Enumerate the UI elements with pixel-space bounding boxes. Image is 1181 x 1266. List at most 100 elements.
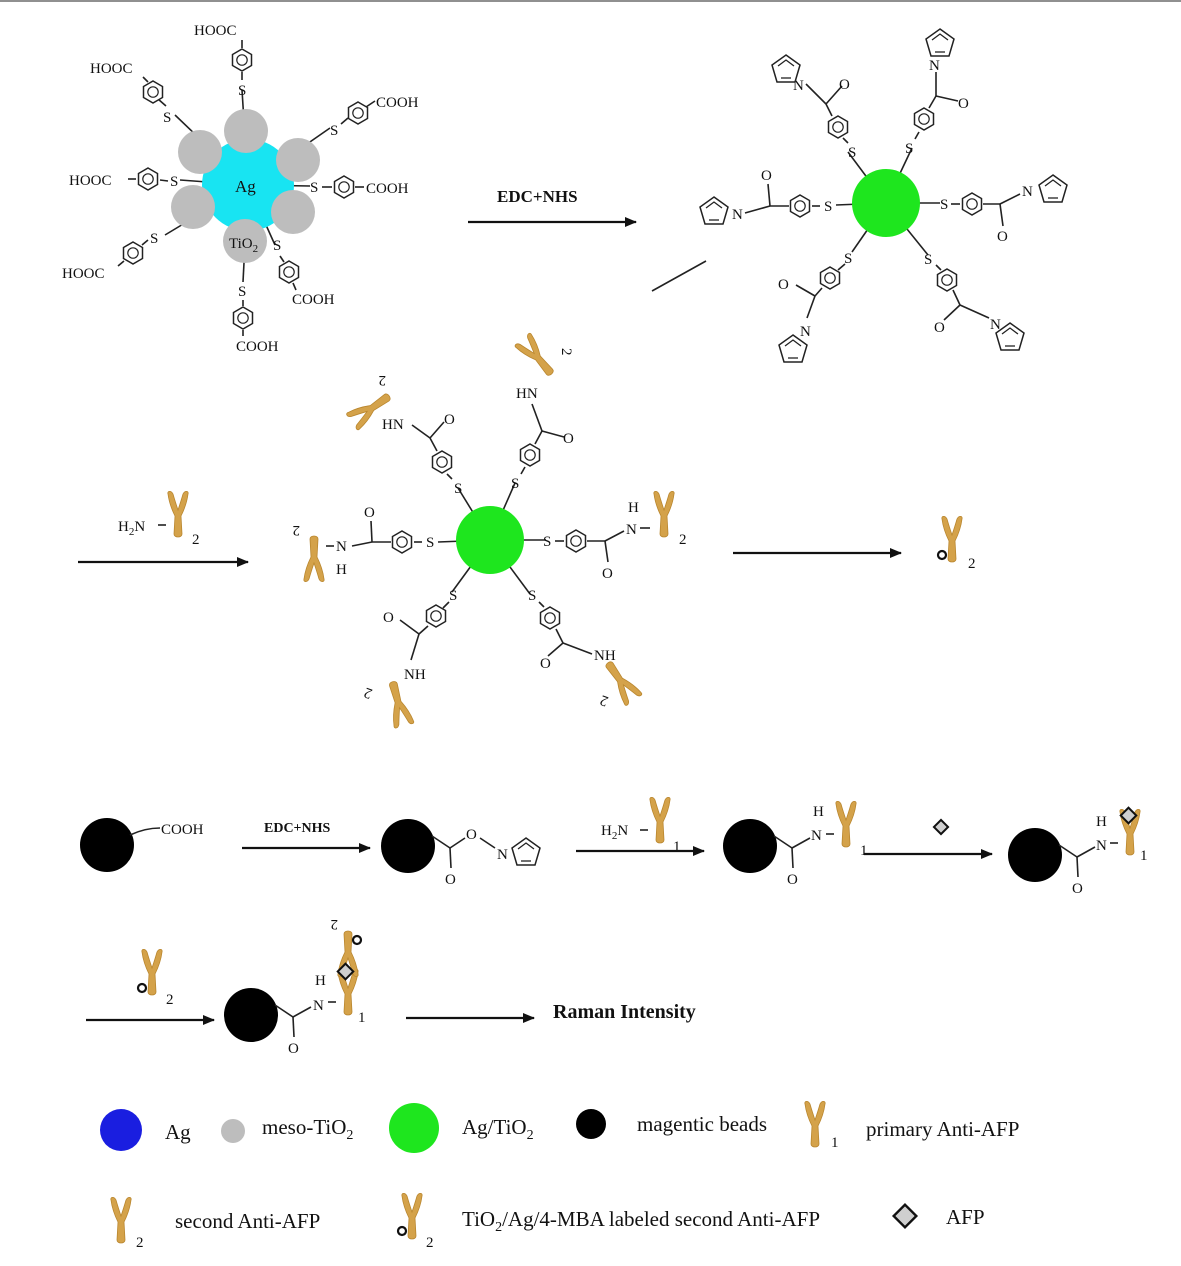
o-atom: O	[1072, 881, 1083, 897]
primary-antibody-icon	[649, 796, 671, 844]
s-atom: S	[905, 141, 913, 157]
step3-antibody-reagent: H2N 2	[78, 490, 249, 567]
ag-tio2-particle	[852, 169, 920, 237]
tio2-ag-tag	[351, 934, 363, 946]
afp-icon	[891, 1202, 919, 1230]
primary-antibody-icon	[804, 1100, 826, 1148]
cooh-label: COOH	[292, 292, 335, 308]
antibody-index: 1	[831, 1135, 839, 1151]
nh-label: NH	[594, 648, 616, 664]
s-atom: S	[238, 284, 246, 300]
antibody-index: 1	[358, 1010, 366, 1026]
h-atom: H	[813, 804, 824, 820]
magnetic-bead	[1008, 828, 1062, 882]
s-atom: S	[848, 145, 856, 161]
divider-stroke	[651, 260, 707, 292]
ag-label: Ag	[235, 177, 256, 196]
reagent-label: EDC+NHS	[497, 187, 578, 206]
step4-arrow-ab1: H2N 1	[576, 796, 705, 856]
legend-item-second: 2 second Anti-AFP	[110, 1196, 320, 1251]
step4-readout: Raman Intensity	[406, 1001, 696, 1023]
step3-product-arrow: 2	[733, 515, 976, 572]
n-atom: N	[313, 998, 324, 1014]
step4-bead-ab1: O N H 1	[723, 800, 868, 888]
legend-label: magentic beads	[637, 1112, 767, 1136]
s-atom: S	[511, 476, 519, 492]
s-atom: S	[310, 180, 318, 196]
legend-label: second Anti-AFP	[175, 1209, 320, 1233]
s-atom: S	[543, 534, 551, 550]
tio2-particle	[224, 109, 268, 153]
magnetic-bead	[80, 818, 134, 872]
o-atom: O	[761, 168, 772, 184]
hooc-label: HOOC	[62, 266, 105, 282]
s-atom: S	[924, 252, 932, 268]
n-atom: N	[793, 78, 804, 94]
s-atom: S	[238, 83, 246, 99]
s-atom: S	[449, 588, 457, 604]
step4-arrow-labeled-ab2: 2	[86, 948, 215, 1025]
step4-sandwich-complex: O N H 2 1	[224, 916, 366, 1057]
step4-bead-nhs: O O N	[381, 819, 541, 888]
cooh-label: COOH	[236, 339, 279, 355]
tio2-label: TiO2	[229, 236, 258, 255]
legend-label: Ag	[165, 1120, 191, 1144]
magnetic-bead	[381, 819, 435, 873]
n-atom: N	[929, 58, 940, 74]
second-antibody-icon	[167, 490, 189, 538]
step2-activated-particle: S O N S O N S O N S O N	[699, 28, 1068, 363]
s-atom: S	[844, 251, 852, 267]
n-atom: N	[1022, 184, 1033, 200]
hooc-label: HOOC	[194, 23, 237, 39]
o-atom: O	[445, 872, 456, 888]
n-atom: N	[497, 847, 508, 863]
cooh-label: COOH	[376, 95, 419, 111]
s-atom: S	[330, 123, 338, 139]
o-atom: O	[839, 77, 850, 93]
cooh-label: COOH	[366, 181, 409, 197]
step4-arrow-afp	[864, 818, 993, 859]
activation-arrow-1: EDC+NHS	[468, 187, 637, 227]
s-atom: S	[528, 588, 536, 604]
hooc-label: HOOC	[69, 173, 112, 189]
s-atom: S	[426, 535, 434, 551]
hooc-label: HOOC	[90, 61, 133, 77]
o-atom: O	[444, 412, 455, 428]
s-atom: S	[824, 199, 832, 215]
legend-item-ag: Ag	[100, 1109, 191, 1151]
o-atom: O	[466, 827, 477, 843]
tio2-ag-tag	[936, 549, 948, 561]
legend-label: meso-TiO2	[262, 1115, 353, 1143]
step1-nanoparticle: Ag TiO2 S HOOC S HOOC S COOH S COOH S HO…	[62, 23, 419, 355]
step4-bead-ab1-afp: O N H 1	[1008, 806, 1148, 897]
antibody-index: 2	[136, 1235, 144, 1251]
antibody-index: 2	[379, 372, 387, 388]
o-atom: O	[288, 1041, 299, 1057]
s-atom: S	[940, 197, 948, 213]
antibody-index: 2	[558, 348, 574, 356]
antibody-index: 2	[166, 992, 174, 1008]
antibody-index: 2	[426, 1235, 434, 1251]
antibody-index: 2	[192, 532, 200, 548]
antibody-index: 1	[673, 839, 681, 855]
tio2-particle	[276, 138, 320, 182]
ag-tio2-particle	[456, 506, 524, 574]
legend-item-ag-tio2: Ag/TiO2	[389, 1103, 534, 1153]
tio2-particle	[223, 219, 267, 263]
n-atom: N	[990, 317, 1001, 333]
antibody-index: 2	[331, 916, 339, 932]
h2n-label: H2N	[601, 823, 628, 842]
raman-intensity-label: Raman Intensity	[553, 1001, 696, 1023]
o-atom: O	[958, 96, 969, 112]
bead-swatch	[576, 1109, 606, 1139]
second-antibody-icon	[513, 332, 560, 382]
magnetic-bead	[723, 819, 777, 873]
tio2-particle	[171, 185, 215, 229]
step3-conjugated-particle: S O HN 2 S O HN 2 S O N H 2 S	[293, 332, 687, 729]
nh-label: NH	[404, 667, 426, 683]
ag-swatch	[100, 1109, 142, 1151]
o-atom: O	[787, 872, 798, 888]
h-atom: H	[336, 562, 347, 578]
ag-tio2-swatch	[389, 1103, 439, 1153]
antibody-index: 2	[679, 532, 687, 548]
